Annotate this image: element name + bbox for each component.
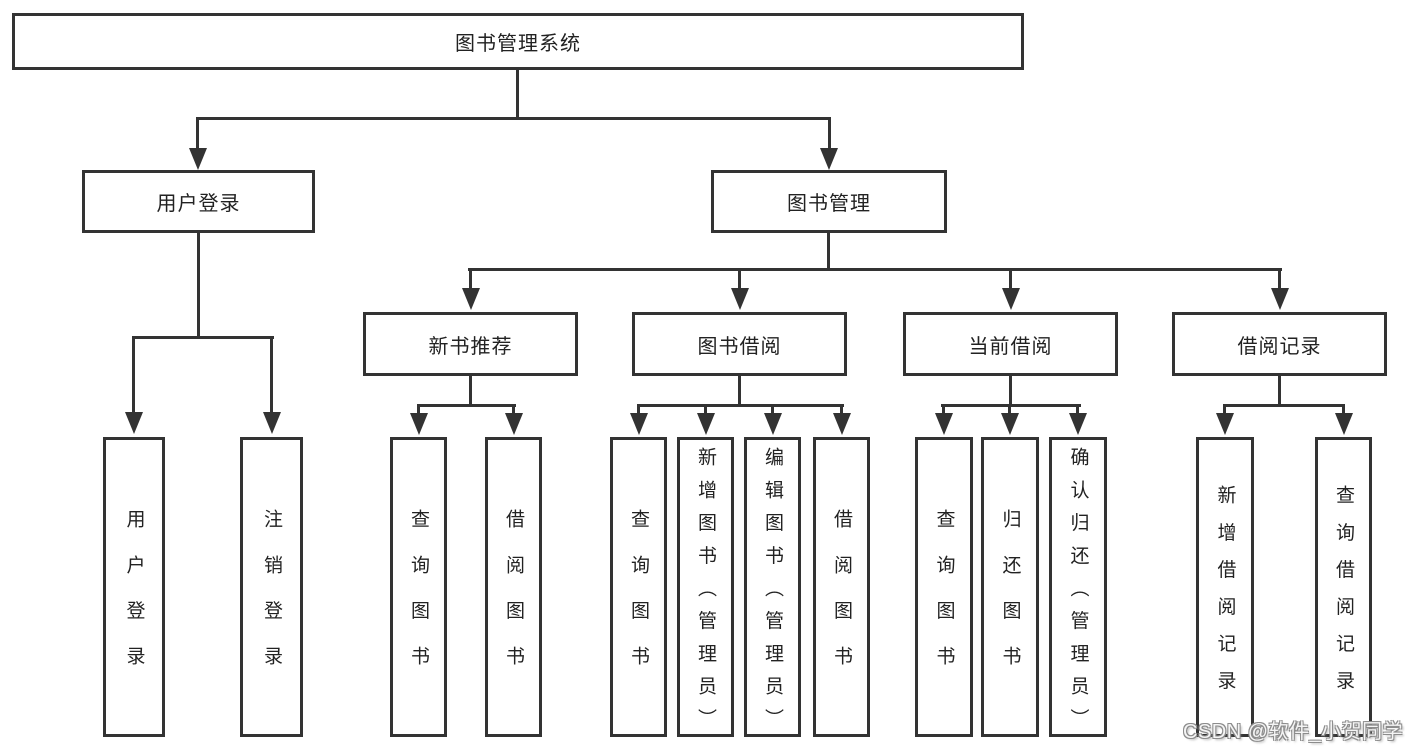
leaf-label: 新增借阅记录: [1214, 484, 1236, 708]
arrowhead-icon: [505, 413, 523, 435]
leaf-borrowing-query-books: 查询图书: [610, 437, 667, 737]
arrowhead-icon: [1069, 413, 1087, 435]
leaf-label: 查询图书: [933, 509, 955, 692]
connector-stub: [704, 404, 707, 416]
connector-stub-records: [1278, 268, 1281, 290]
leaf-label: 借阅图书: [831, 509, 852, 692]
connector-stub-user-login: [196, 117, 199, 150]
arrowhead-icon: [935, 413, 953, 435]
connector-stub: [1342, 404, 1345, 416]
node-new-book-recommend-label: 新书推荐: [428, 335, 513, 358]
connector-borrowing-horizontal: [637, 404, 844, 407]
connector-stub-current: [1009, 268, 1012, 290]
leaf-edit-books-admin: 编辑图书（管理员）: [744, 437, 801, 741]
node-borrowing-records: 借阅记录: [1172, 312, 1387, 376]
arrowhead-icon: [1001, 413, 1019, 435]
arrowhead-icon: [1002, 288, 1020, 310]
arrowhead-icon: [833, 413, 851, 435]
connector-stub: [942, 404, 945, 416]
node-library-system: 图书管理系统: [12, 13, 1024, 70]
leaf-logout: 注销登录: [240, 437, 303, 737]
leaf-user-login: 用户登录: [103, 437, 165, 737]
connector-recommend-horizontal: [417, 404, 516, 407]
leaf-label: 查询图书: [408, 509, 429, 692]
node-borrowing-records-label: 借阅记录: [1237, 335, 1322, 358]
node-user-login-label: 用户登录: [156, 193, 241, 215]
connector-stub: [771, 404, 774, 416]
leaf-label: 归还图书: [999, 509, 1021, 692]
leaf-logout-label: 注销登录: [261, 509, 282, 692]
connector-book-mgmt-horizontal: [468, 268, 1282, 271]
arrowhead-icon: [820, 148, 838, 170]
node-new-book-recommend: 新书推荐: [363, 312, 578, 376]
connector-current-vertical: [1009, 376, 1012, 406]
connector-root-horizontal: [196, 117, 831, 120]
leaf-recommend-query-books: 查询图书: [390, 437, 447, 737]
arrowhead-icon: [1271, 288, 1289, 310]
connector-root-vertical: [516, 70, 519, 118]
arrowhead-icon: [1335, 413, 1353, 435]
connector-stub-borrow: [738, 268, 741, 290]
leaf-label: 确认归还（管理员）: [1067, 446, 1089, 741]
leaf-confirm-return-admin: 确认归还（管理员）: [1049, 437, 1107, 741]
connector-stub: [840, 404, 843, 416]
node-current-borrowing: 当前借阅: [903, 312, 1118, 376]
connector-stub: [512, 404, 515, 416]
arrowhead-icon: [630, 413, 648, 435]
connector-stub-book-mgmt: [828, 117, 831, 150]
leaf-label: 借阅图书: [503, 509, 524, 692]
arrowhead-icon: [697, 413, 715, 435]
connector-stub: [417, 404, 420, 416]
leaf-current-query-books: 查询图书: [915, 437, 973, 737]
node-book-borrowing-label: 图书借阅: [697, 335, 782, 358]
node-user-login: 用户登录: [82, 170, 315, 233]
connector-book-mgmt-vertical: [827, 233, 830, 270]
node-book-management-label: 图书管理: [787, 193, 871, 215]
leaf-add-borrow-record: 新增借阅记录: [1196, 437, 1254, 737]
arrowhead-icon: [731, 288, 749, 310]
arrowhead-icon: [125, 412, 143, 434]
leaf-label: 编辑图书（管理员）: [762, 446, 783, 741]
node-book-borrowing: 图书借阅: [632, 312, 847, 376]
leaf-label: 查询借阅记录: [1333, 484, 1354, 708]
arrowhead-icon: [462, 288, 480, 310]
connector-borrowing-vertical: [738, 376, 741, 406]
node-library-system-label: 图书管理系统: [455, 33, 581, 55]
leaf-query-borrow-record: 查询借阅记录: [1315, 437, 1372, 737]
leaf-add-books-admin: 新增图书（管理员）: [677, 437, 734, 741]
arrowhead-icon: [764, 413, 782, 435]
node-current-borrowing-label: 当前借阅: [968, 335, 1053, 358]
node-book-management: 图书管理: [711, 170, 947, 233]
connector-user-login-vertical: [197, 233, 200, 337]
connector-stub: [637, 404, 640, 416]
connector-stub: [1223, 404, 1226, 416]
csdn-watermark: CSDN @软件_小贺同学: [1183, 721, 1404, 743]
connector-stub-logout-leaf: [270, 336, 273, 414]
arrowhead-icon: [263, 412, 281, 434]
connector-user-login-horizontal: [132, 336, 274, 339]
arrowhead-icon: [410, 413, 428, 435]
leaf-borrow-books: 借阅图书: [813, 437, 870, 737]
arrowhead-icon: [189, 148, 207, 170]
leaf-label: 新增图书（管理员）: [695, 446, 716, 741]
connector-stub-login-leaf: [132, 336, 135, 414]
connector-recommend-vertical: [469, 376, 472, 406]
arrowhead-icon: [1216, 413, 1234, 435]
connector-records-vertical: [1278, 376, 1281, 406]
leaf-user-login-label: 用户登录: [123, 509, 145, 692]
leaf-recommend-borrow-books: 借阅图书: [485, 437, 542, 737]
connector-stub: [1008, 404, 1011, 416]
connector-stub-new-book: [469, 268, 472, 290]
connector-current-horizontal: [941, 404, 1081, 407]
leaf-return-books: 归还图书: [981, 437, 1039, 737]
connector-records-horizontal: [1223, 404, 1345, 407]
connector-stub: [1076, 404, 1079, 416]
leaf-label: 查询图书: [628, 509, 649, 692]
